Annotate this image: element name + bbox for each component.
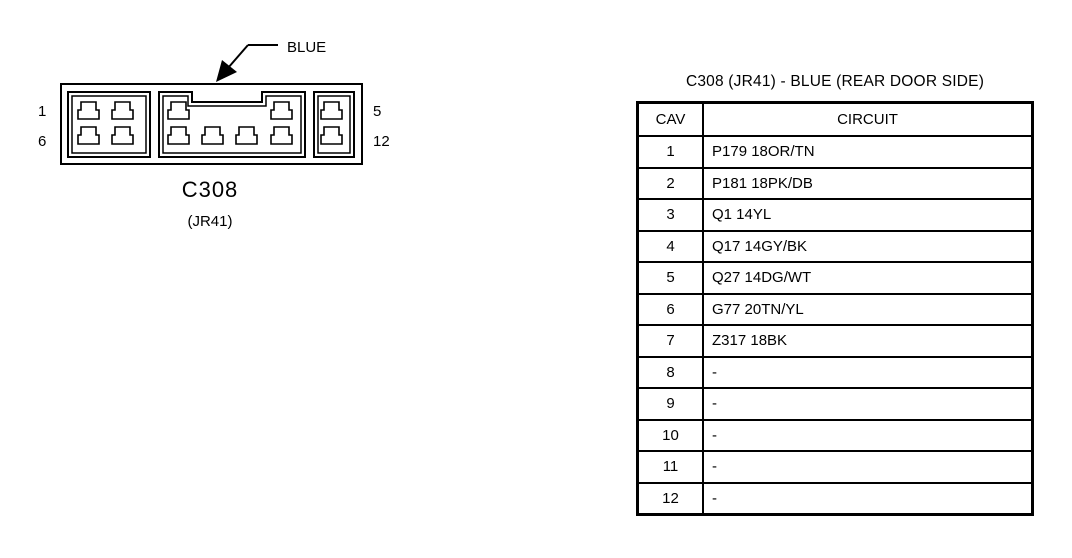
circuit-cell: Q1 14YL — [702, 198, 1034, 232]
circuit-cell: - — [702, 387, 1034, 421]
cav-cell: 10 — [636, 418, 704, 452]
cav-cell: 2 — [636, 166, 704, 200]
table-title: C308 (JR41) - BLUE (REAR DOOR SIDE) — [685, 73, 985, 90]
pin-label-1: 1 — [38, 103, 46, 120]
table-row: 10- — [636, 418, 1034, 452]
circuit-cell: P181 18PK/DB — [702, 166, 1034, 200]
blue-callout-arrow — [216, 44, 278, 82]
cav-cell: 5 — [636, 261, 704, 295]
connector-name: C308 — [182, 177, 239, 202]
circuit-cell: P179 18OR/TN — [702, 135, 1034, 169]
color-callout-label: BLUE — [287, 39, 326, 56]
connector-code: (JR41) — [187, 213, 232, 230]
table-row: 8- — [636, 355, 1034, 389]
circuit-cell: Q17 14GY/BK — [702, 229, 1034, 263]
cav-cell: 4 — [636, 229, 704, 263]
cav-cell: 8 — [636, 355, 704, 389]
cav-cell: 1 — [636, 135, 704, 169]
cavity-terminals — [77, 101, 343, 145]
circuit-cell: - — [702, 481, 1034, 516]
table-row: 12- — [636, 481, 1034, 516]
connector-body — [60, 83, 363, 165]
pin-label-6: 6 — [38, 133, 46, 150]
table-row: 9- — [636, 387, 1034, 421]
circuit-cell: - — [702, 418, 1034, 452]
cav-cell: 6 — [636, 292, 704, 326]
cav-cell: 9 — [636, 387, 704, 421]
cav-cell: 3 — [636, 198, 704, 232]
pin-label-5: 5 — [373, 103, 381, 120]
header-circuit: CIRCUIT — [702, 101, 1034, 137]
header-cav: CAV — [636, 101, 704, 137]
circuit-cell: - — [702, 450, 1034, 484]
circuit-cell: Z317 18BK — [702, 324, 1034, 358]
connector-drawing: BLUE 1 6 5 12 C308 (JR41) — [38, 39, 390, 230]
table-header-row: CAV CIRCUIT — [636, 101, 1034, 137]
pin-label-12: 12 — [373, 133, 390, 150]
cav-cell: 7 — [636, 324, 704, 358]
circuit-cell: - — [702, 355, 1034, 389]
cav-cell: 11 — [636, 450, 704, 484]
circuit-cell: G77 20TN/YL — [702, 292, 1034, 326]
circuit-cell: Q27 14DG/WT — [702, 261, 1034, 295]
table-row: 11- — [636, 450, 1034, 484]
cav-cell: 12 — [636, 481, 704, 516]
